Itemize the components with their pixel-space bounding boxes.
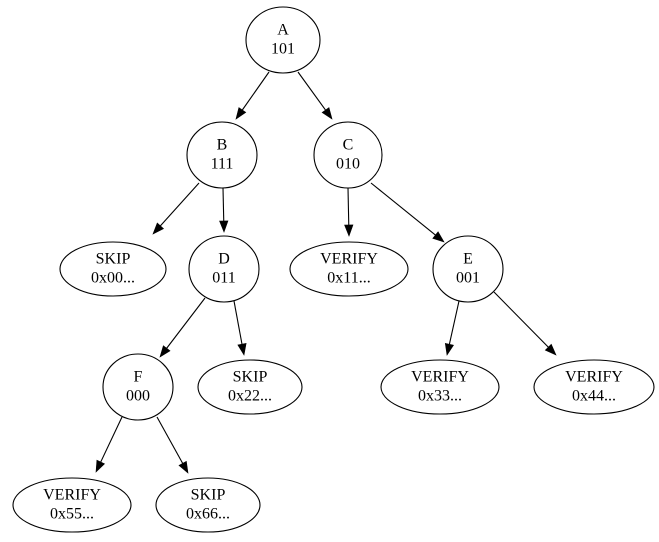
- node-skip22[interactable]: SKIP 0x22...: [197, 359, 303, 415]
- node-f[interactable]: F 000: [102, 353, 174, 421]
- node-skip66[interactable]: SKIP 0x66...: [155, 477, 261, 533]
- edge-a-to-c: [297, 71, 333, 120]
- edge-f-to-ver55: [95, 416, 123, 473]
- edge-c-to-e: [370, 182, 445, 243]
- node-label-line1: SKIP: [233, 369, 268, 386]
- node-e[interactable]: E 001: [432, 235, 504, 303]
- node-shape-ellipse: [59, 241, 167, 297]
- edge-f-to-skip66: [156, 416, 189, 474]
- node-shape-circle: [188, 235, 260, 303]
- node-label-line2: 0x33...: [418, 388, 462, 405]
- node-label-line2: 0x11...: [327, 270, 370, 287]
- arrowhead-icon: [321, 107, 333, 120]
- node-label-line1: SKIP: [96, 251, 131, 268]
- node-shape-ellipse: [380, 359, 500, 415]
- nodes-layer: A101B111C010SKIP0x00...D011VERIFY0x11...…: [12, 6, 655, 533]
- arrowhead-icon: [159, 345, 171, 358]
- node-d[interactable]: D 011: [188, 235, 260, 303]
- node-shape-circle: [432, 235, 504, 303]
- edges-layer: [95, 71, 557, 474]
- node-label-line2: 111: [211, 156, 234, 173]
- node-ver33[interactable]: VERIFY 0x33...: [380, 359, 500, 415]
- node-label-line2: 0x66...: [186, 506, 230, 523]
- node-shape-ellipse: [12, 477, 132, 533]
- node-label-line2: 0x00...: [91, 270, 135, 287]
- edge-b-to-d: [219, 187, 229, 233]
- node-label-line2: 0x55...: [50, 506, 94, 523]
- node-label-line1: VERIFY: [411, 369, 469, 386]
- edge-c-to-ver11: [344, 187, 354, 237]
- node-shape-ellipse: [197, 359, 303, 415]
- node-shape-ellipse: [533, 359, 655, 415]
- node-shape-circle: [245, 6, 321, 74]
- edge-b-to-skip00: [152, 182, 200, 235]
- arrowhead-icon: [152, 222, 165, 235]
- edge-line: [370, 182, 436, 236]
- edge-line: [166, 297, 206, 349]
- arrowhead-icon: [178, 460, 189, 474]
- node-label-line1: VERIFY: [565, 369, 623, 386]
- edge-line: [222, 187, 225, 222]
- node-label-line1: A: [277, 22, 289, 39]
- node-label-line1: F: [134, 369, 143, 386]
- node-label-line1: D: [218, 251, 230, 268]
- arrowhead-icon: [444, 342, 454, 356]
- edge-line: [493, 291, 549, 348]
- node-label-line1: E: [463, 251, 473, 268]
- node-label-line1: VERIFY: [43, 487, 101, 504]
- node-shape-circle: [313, 121, 383, 189]
- edge-line: [233, 300, 243, 345]
- edge-line: [347, 187, 350, 226]
- node-label-line1: VERIFY: [320, 251, 378, 268]
- node-shape-ellipse: [155, 477, 261, 533]
- node-label-line1: SKIP: [191, 487, 226, 504]
- node-label-line2: 001: [456, 270, 480, 287]
- node-c[interactable]: C 010: [313, 121, 383, 189]
- node-label-line2: 010: [336, 156, 360, 173]
- edge-line: [241, 71, 270, 111]
- node-ver11[interactable]: VERIFY 0x11...: [289, 241, 409, 297]
- edge-line: [159, 182, 200, 227]
- arrowhead-icon: [95, 459, 106, 473]
- node-shape-ellipse: [289, 241, 409, 297]
- edge-line: [297, 71, 326, 111]
- node-label-line2: 011: [212, 270, 235, 287]
- edge-line: [100, 416, 123, 463]
- node-ver44[interactable]: VERIFY 0x44...: [533, 359, 655, 415]
- edge-line: [448, 300, 460, 345]
- arrowhead-icon: [235, 107, 247, 120]
- arrowhead-icon: [219, 220, 229, 233]
- node-label-line1: C: [343, 137, 354, 154]
- node-label-line2: 0x22...: [228, 388, 272, 405]
- node-a[interactable]: A 101: [245, 6, 321, 74]
- node-label-line2: 000: [126, 388, 150, 405]
- arrowhead-icon: [432, 231, 445, 243]
- edge-e-to-ver33: [444, 300, 460, 356]
- arrowhead-icon: [544, 343, 557, 356]
- node-shape-circle: [186, 121, 258, 189]
- arrowhead-icon: [237, 343, 247, 356]
- node-label-line2: 0x44...: [572, 388, 616, 405]
- node-ver55[interactable]: VERIFY 0x55...: [12, 477, 132, 533]
- node-b[interactable]: B 111: [186, 121, 258, 189]
- edge-line: [156, 416, 184, 464]
- node-skip00[interactable]: SKIP 0x00...: [59, 241, 167, 297]
- node-label-line1: B: [217, 137, 228, 154]
- edge-e-to-ver44: [493, 291, 557, 356]
- node-label-line2: 101: [271, 41, 295, 58]
- edge-a-to-b: [235, 71, 270, 120]
- arrowhead-icon: [344, 224, 354, 237]
- edge-d-to-skip22: [233, 300, 247, 356]
- edge-d-to-f: [159, 297, 206, 358]
- node-shape-circle: [102, 353, 174, 421]
